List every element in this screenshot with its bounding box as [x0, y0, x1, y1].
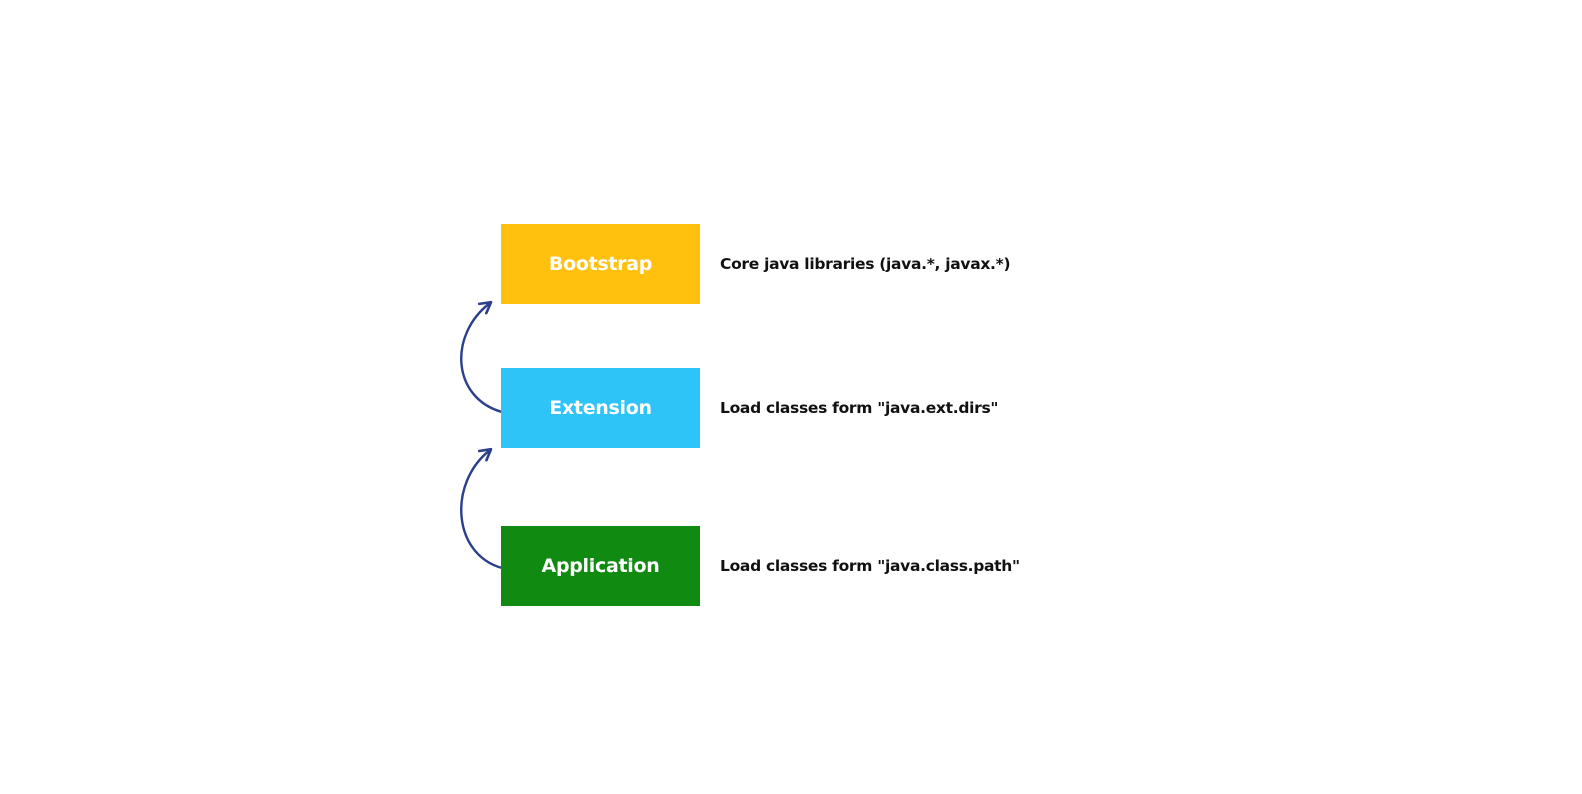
- layer-box-bootstrap: Bootstrap: [501, 224, 700, 304]
- layer-label-extension: Extension: [549, 397, 652, 419]
- arrow-application-to-extension: [460, 447, 504, 570]
- layer-box-extension: Extension: [501, 368, 700, 448]
- layer-box-application: Application: [501, 526, 700, 606]
- layer-description-extension: Load classes form "java.ext.dirs": [720, 399, 999, 417]
- layer-description-bootstrap: Core java libraries (java.*, javax.*): [720, 255, 1011, 273]
- layer-label-application: Application: [541, 555, 660, 577]
- layer-label-bootstrap: Bootstrap: [548, 253, 653, 275]
- layer-description-application: Load classes form "java.class.path": [720, 557, 1020, 575]
- arrow-extension-to-bootstrap: [460, 300, 504, 414]
